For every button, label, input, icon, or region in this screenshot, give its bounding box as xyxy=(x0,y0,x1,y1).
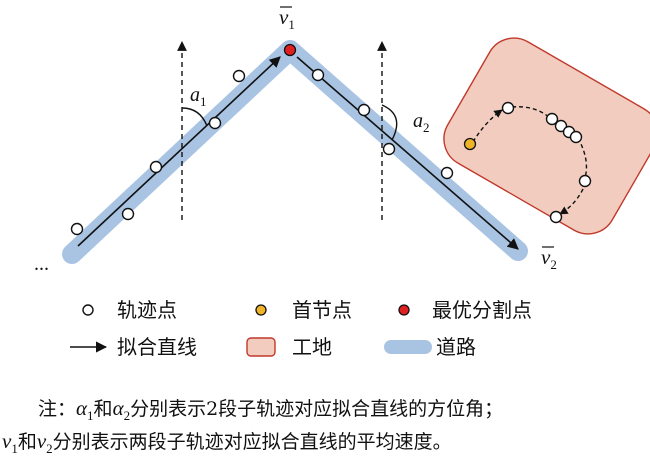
trajectory-point xyxy=(208,116,222,130)
fitted-line-1 xyxy=(77,56,281,247)
trajectory-point xyxy=(357,103,371,117)
fitted-line-2 xyxy=(296,56,519,250)
alpha2-label: a2 xyxy=(413,110,430,135)
trajectory-point xyxy=(232,69,246,83)
legend-road-label: 道路 xyxy=(436,335,476,359)
trajectory-point xyxy=(382,142,396,156)
v2-label: v2 xyxy=(541,245,557,272)
svg-text:v2: v2 xyxy=(541,245,557,272)
trajectory-point xyxy=(440,166,454,180)
azimuth-arc-1 xyxy=(181,107,208,127)
worksite-region xyxy=(443,37,650,235)
note-line-1: 注：α1和α2分别表示2段子轨迹对应拟合直线的方位角； xyxy=(38,396,504,423)
trajectory-point xyxy=(311,68,325,82)
legend-fitted-line-label: 拟合直线 xyxy=(117,335,197,359)
alpha1-label: a1 xyxy=(190,84,207,109)
legend-worksite-label: 工地 xyxy=(292,335,332,359)
v1-label: v1 xyxy=(279,5,295,32)
legend-worksite-icon xyxy=(246,337,276,357)
first-node-point xyxy=(463,137,477,151)
legend-first-node-icon xyxy=(255,304,267,316)
trajectory-point xyxy=(569,130,583,144)
ellipsis-label: ... xyxy=(34,253,49,275)
trajectory-point xyxy=(578,174,592,188)
trajectory-point xyxy=(549,210,563,224)
trajectory-point xyxy=(545,112,559,126)
legend-optimal-split-label: 最优分割点 xyxy=(432,298,532,322)
trajectory-point xyxy=(121,207,135,221)
legend-trajectory-point-icon xyxy=(82,304,94,316)
legend-optimal-split-icon xyxy=(398,304,410,316)
trajectory-point xyxy=(501,101,515,115)
svg-text:v1: v1 xyxy=(279,5,295,32)
note-line-2: v1和v2分别表示两段子轨迹对应拟合直线的平均速度。 xyxy=(2,429,452,456)
trajectory-point xyxy=(70,222,84,236)
legend: 轨迹点 首节点 最优分割点 拟合直线 工地 道路 xyxy=(70,298,532,359)
legend-trajectory-point-label: 轨迹点 xyxy=(117,298,177,322)
trajectory-point xyxy=(149,160,163,174)
legend-first-node-label: 首节点 xyxy=(292,298,352,322)
trajectory-points xyxy=(70,68,454,236)
optimal-split-point xyxy=(283,43,297,57)
azimuth-arc-2 xyxy=(381,104,398,141)
